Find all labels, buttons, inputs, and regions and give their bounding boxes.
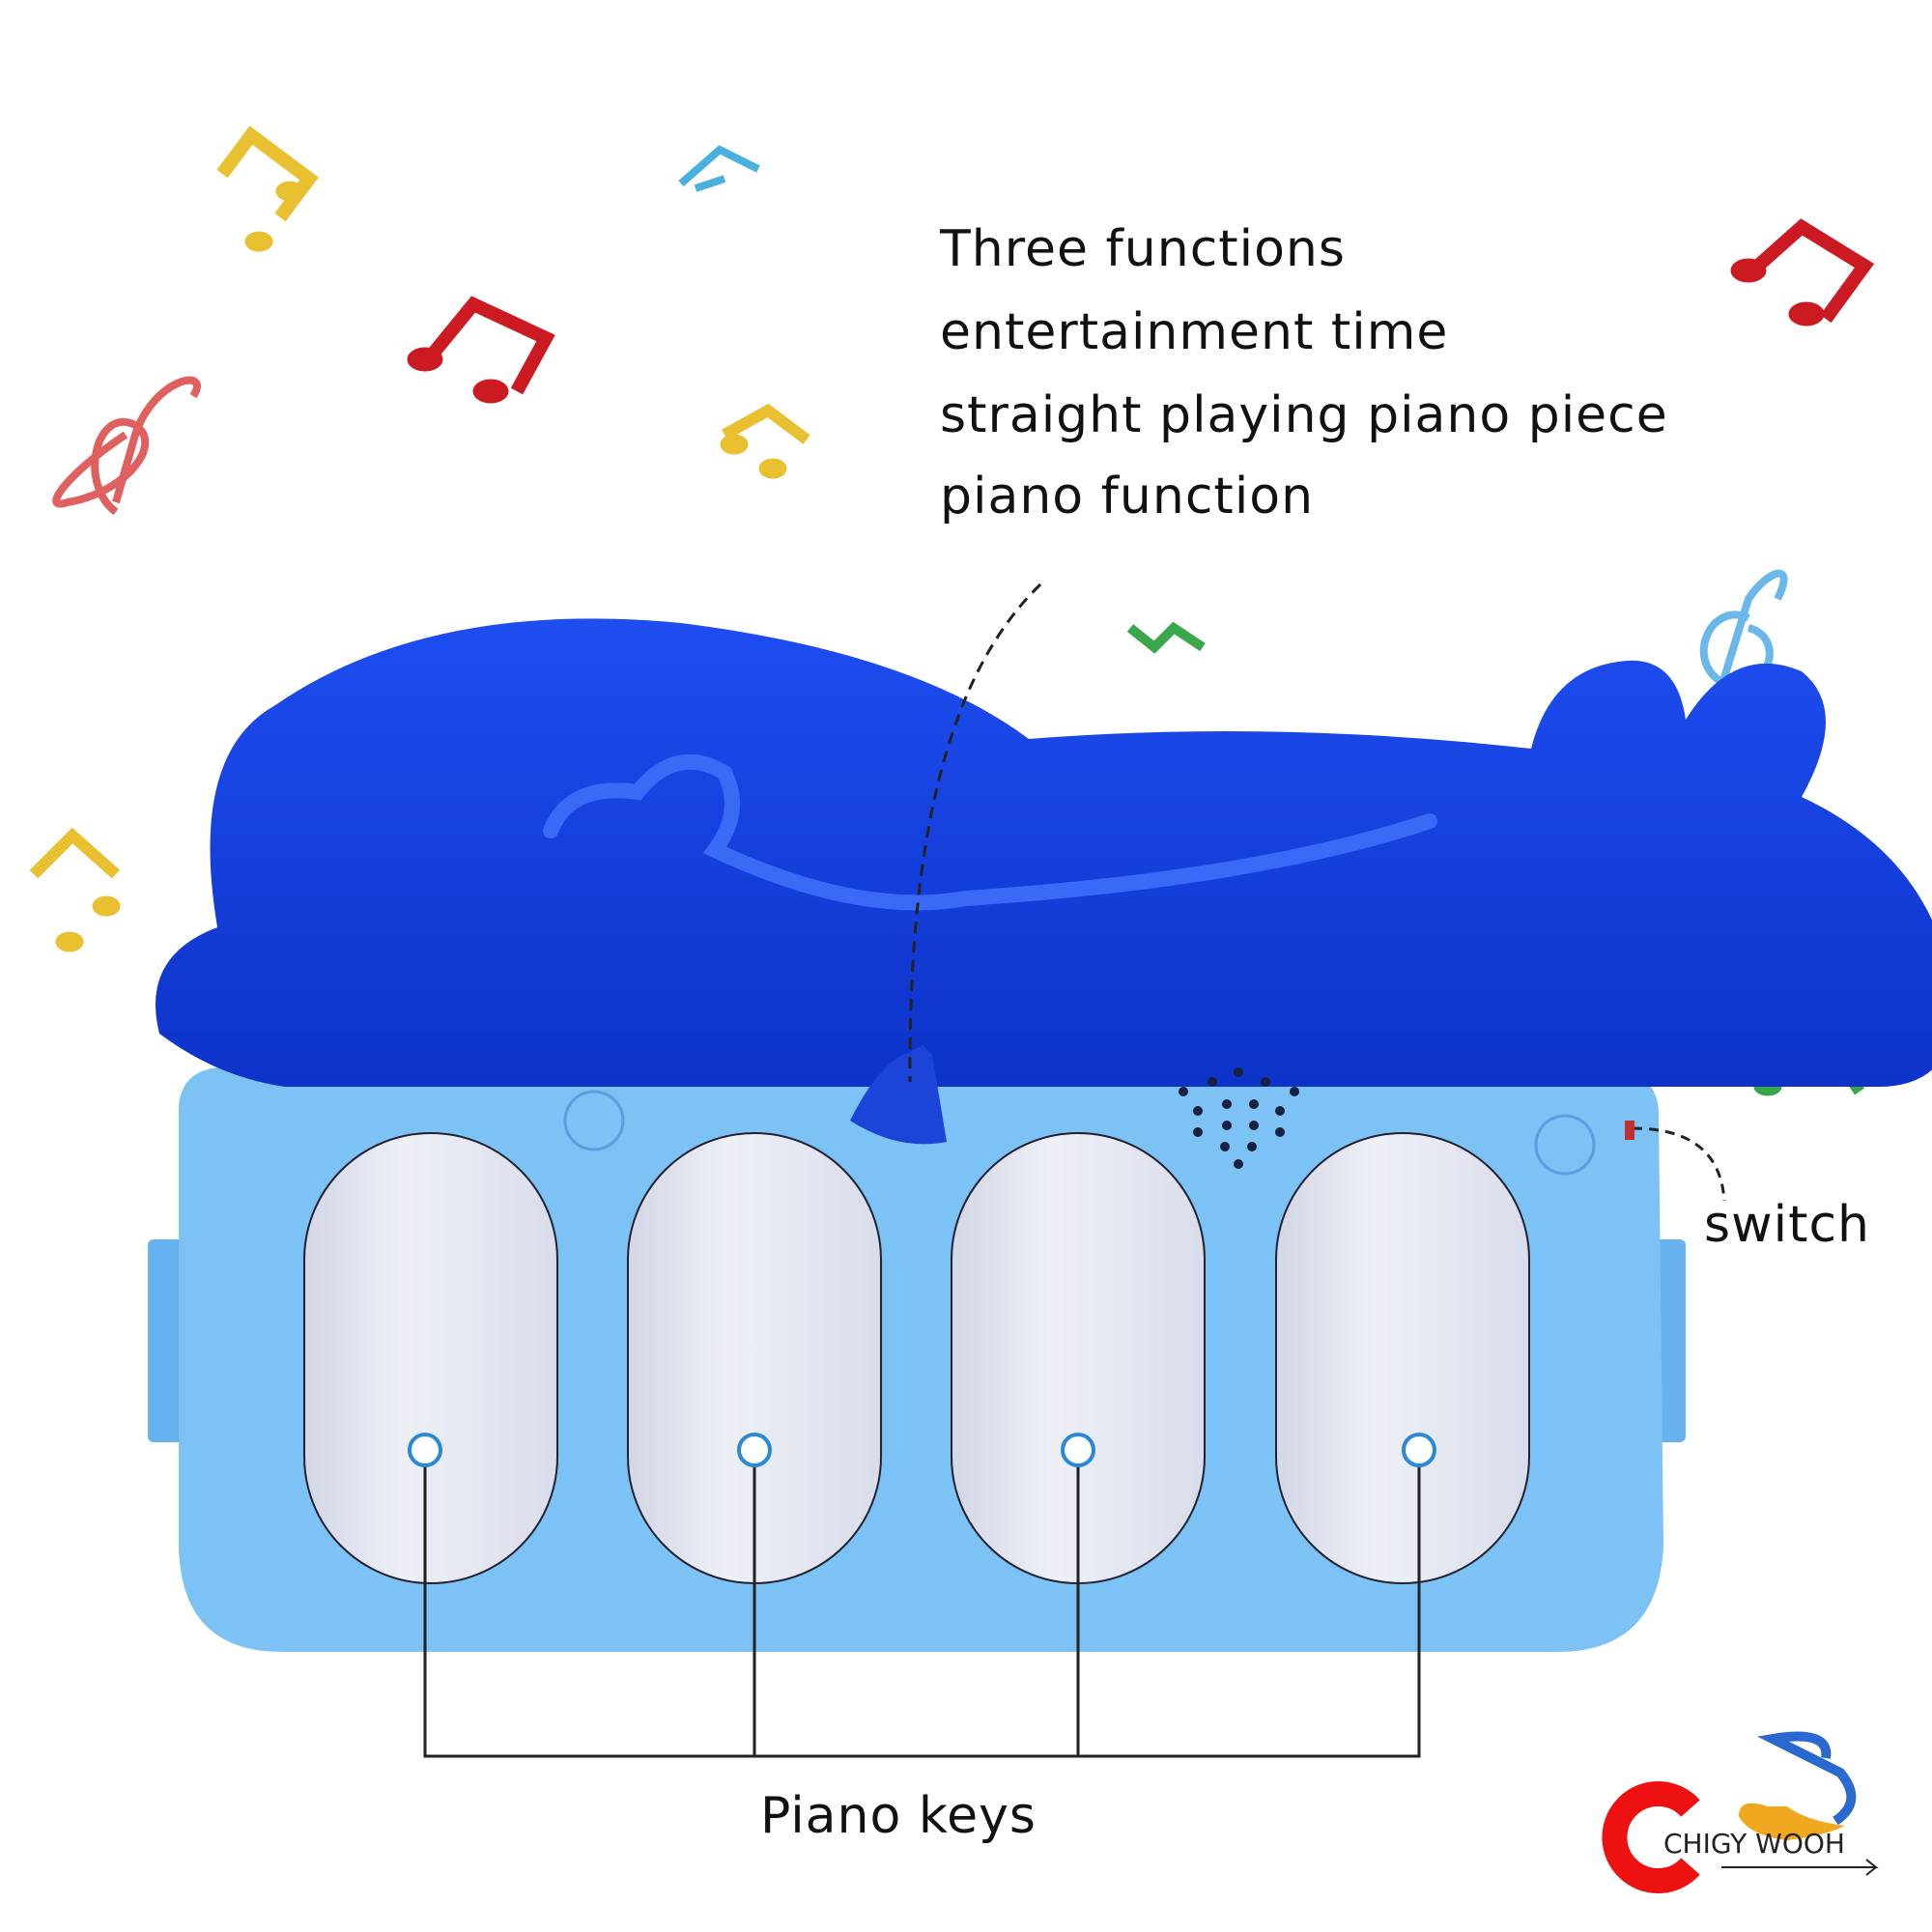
whale-top (156, 618, 1932, 1087)
svg-text:CHIGY WOOH: CHIGY WOOH (1663, 1828, 1845, 1860)
functions-line-2: entertainment time (940, 303, 1449, 361)
piano-key-1 (303, 1132, 558, 1584)
functions-line-3: straight playing piano piece (940, 386, 1668, 444)
switch (1625, 1121, 1634, 1140)
functions-line-4: piano function (940, 468, 1315, 526)
switch-callout (1632, 1126, 1726, 1202)
switch-label: switch (1704, 1196, 1871, 1254)
piano-keys (303, 1132, 1530, 1584)
music-note-icon (407, 218, 1875, 404)
piano-keys-label: Piano keys (760, 1787, 1037, 1845)
music-note-icon (678, 145, 760, 192)
functions-callout (908, 582, 1042, 1083)
functions-line-1: Three functions (940, 220, 1346, 278)
bell-icon (850, 1045, 947, 1145)
piano-keys-callout (423, 1462, 1421, 1758)
piano-key-4 (1275, 1132, 1530, 1584)
speaker-grille (1179, 1067, 1299, 1169)
music-note-icon (29, 126, 810, 952)
brand-logo: CHIGY WOOH (1602, 1731, 1879, 1893)
flower-icon (563, 1090, 1596, 1176)
